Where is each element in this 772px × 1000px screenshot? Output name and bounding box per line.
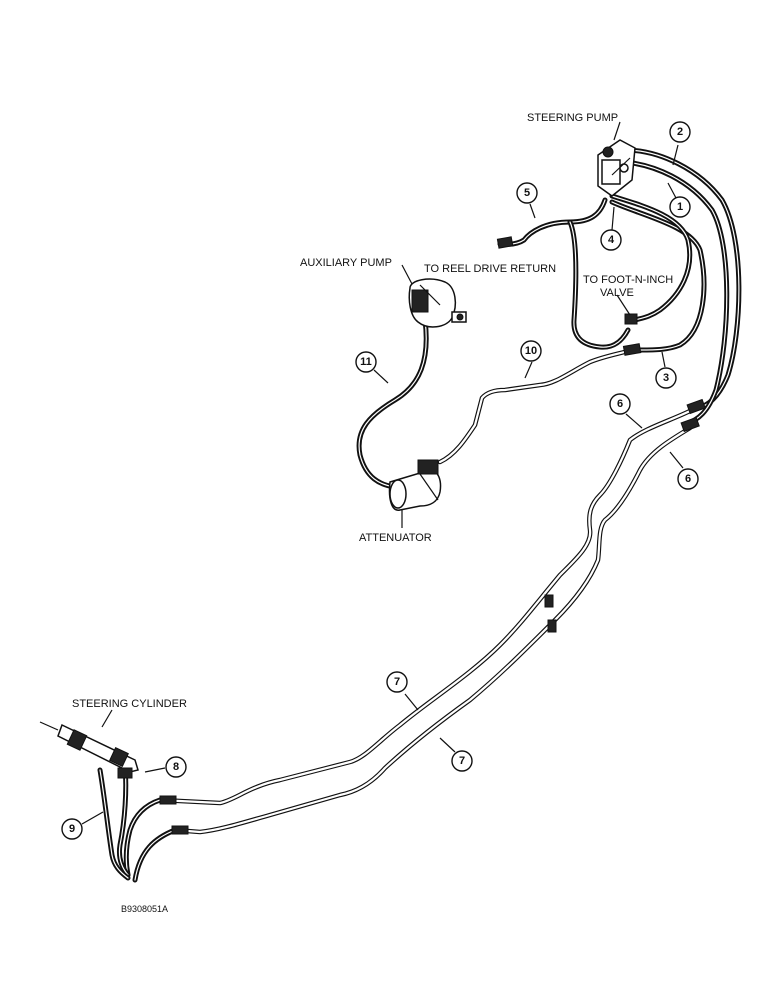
callout-5: 5: [516, 182, 538, 204]
callout-7b: 7: [451, 750, 473, 772]
steering-cylinder-label: STEERING CYLINDER: [72, 698, 187, 710]
attenuator-label: ATTENUATOR: [359, 532, 432, 544]
steering-pump: [597, 139, 636, 197]
svg-text:11: 11: [360, 356, 372, 368]
hose-11: [356, 317, 429, 490]
callout-6a: 6: [609, 393, 631, 415]
callout-10: 10: [520, 340, 542, 362]
tube-10: [437, 347, 635, 465]
attenuator: [388, 459, 442, 511]
foot-n-inch-label-line2: VALVE: [600, 287, 634, 299]
callout-2: 2: [669, 121, 691, 143]
leader-lines: [81, 121, 684, 825]
callout-7a: 7: [386, 671, 408, 693]
hose-lines: [97, 147, 742, 883]
callout-8: 8: [165, 756, 187, 778]
foot-n-inch-label-line1: TO FOOT-N-INCH: [583, 274, 673, 286]
callout-9: 9: [61, 818, 83, 840]
hose-5: [497, 197, 608, 247]
svg-text:7: 7: [459, 755, 465, 767]
callout-11: 11: [355, 351, 377, 373]
auxiliary-pump-label: AUXILIARY PUMP: [300, 257, 392, 269]
svg-text:2: 2: [677, 126, 683, 138]
callout-6b: 6: [677, 468, 699, 490]
auxiliary-pump: [408, 278, 467, 328]
svg-text:7: 7: [394, 676, 400, 688]
svg-text:1: 1: [677, 201, 683, 213]
callout-3: 3: [655, 367, 677, 389]
svg-text:6: 6: [617, 398, 623, 410]
callout-1: 1: [669, 196, 691, 218]
svg-text:8: 8: [173, 761, 179, 773]
callout-4: 4: [600, 229, 622, 251]
hose-8: [123, 797, 163, 878]
steering-cylinder: [39, 721, 139, 779]
svg-text:5: 5: [524, 187, 530, 199]
svg-text:10: 10: [525, 345, 537, 357]
hose-9: [132, 827, 178, 883]
reel-drive-return-label: TO REEL DRIVE RETURN: [424, 263, 556, 275]
svg-text:6: 6: [685, 473, 691, 485]
steering-pump-label: STEERING PUMP: [527, 112, 618, 124]
svg-text:3: 3: [663, 372, 669, 384]
drawing-number: B9308051A: [121, 904, 168, 914]
svg-text:4: 4: [608, 234, 615, 246]
svg-text:9: 9: [69, 823, 75, 835]
